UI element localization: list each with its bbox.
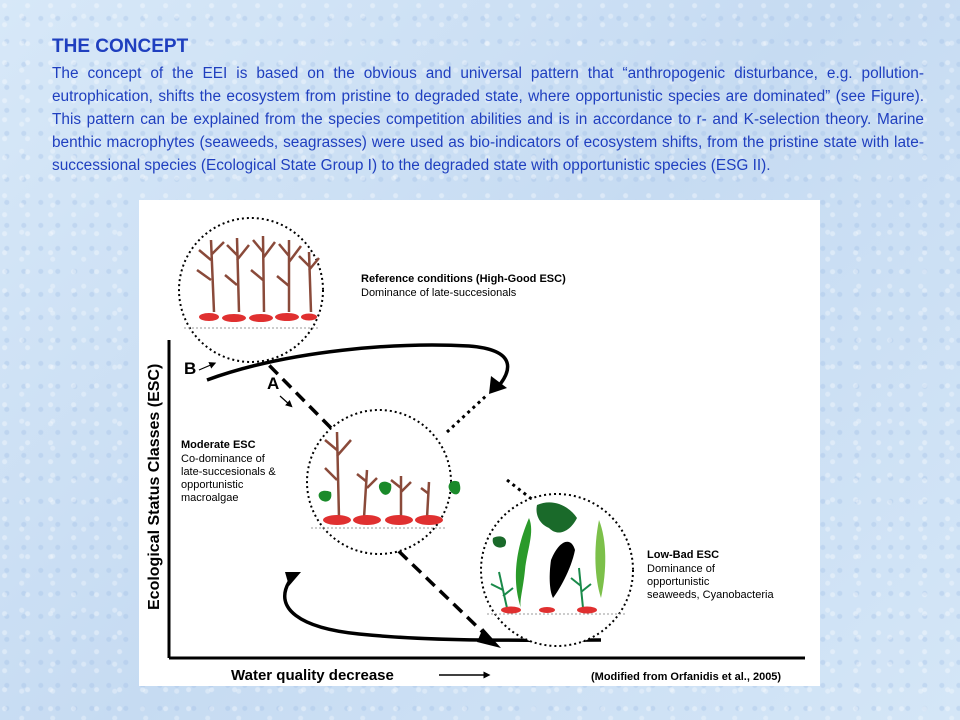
x-axis-label: Water quality decrease xyxy=(231,667,394,684)
lowbad-line-2: opportunistic xyxy=(647,576,710,588)
reference-subtitle: Dominance of late-succesionals xyxy=(361,287,517,299)
lowbad-circle xyxy=(480,493,634,647)
reference-title: Reference conditions (High-Good ESC) xyxy=(361,273,566,285)
mixed-seaweed-icon xyxy=(324,431,431,519)
path-b-pointer xyxy=(198,362,217,371)
concept-paragraph: The concept of the EEI is based on the o… xyxy=(52,65,924,174)
reference-circle xyxy=(178,217,324,363)
moderate-circle xyxy=(306,409,461,555)
path-b-upper-arrowhead xyxy=(489,376,507,394)
lowbad-line-1: Dominance of xyxy=(647,563,716,575)
moderate-title: Moderate ESC xyxy=(181,439,256,451)
path-b-label: B xyxy=(184,359,196,378)
moderate-line-1: Co-dominance of xyxy=(181,453,266,465)
brown-seaweed-icon xyxy=(196,235,320,313)
opportunistic-seaweed-icon xyxy=(490,502,606,614)
moderate-line-3: opportunistic xyxy=(181,479,244,491)
green-seaweed-icon xyxy=(318,480,461,502)
lowbad-title: Low-Bad ESC xyxy=(647,549,719,561)
path-b-lower-arrowhead xyxy=(285,572,301,586)
path-a-label: A xyxy=(267,374,279,393)
red-turf-icon xyxy=(323,515,443,525)
path-b-upper-curve xyxy=(206,343,510,390)
page-title: THE CONCEPT xyxy=(52,36,189,57)
moderate-line-2: late-succesionals & xyxy=(181,466,276,478)
concept-figure: Ecological Status Classes (ESC) Water qu… xyxy=(139,200,820,686)
path-a-dashed-lower xyxy=(383,536,493,642)
path-a-pointer xyxy=(279,395,293,408)
dotted-connector-upper xyxy=(445,393,489,434)
path-a-arrowhead xyxy=(477,628,501,648)
moderate-line-4: macroalgae xyxy=(181,492,238,504)
y-axis-label: Ecological Status Classes (ESC) xyxy=(146,364,163,610)
figure-credit: (Modified from Orfanidis et al., 2005) xyxy=(591,671,781,683)
red-turf-icon xyxy=(199,313,317,322)
lowbad-line-3: seaweeds, Cyanobacteria xyxy=(647,589,774,601)
concept-diagram: Ecological Status Classes (ESC) Water qu… xyxy=(146,217,805,684)
